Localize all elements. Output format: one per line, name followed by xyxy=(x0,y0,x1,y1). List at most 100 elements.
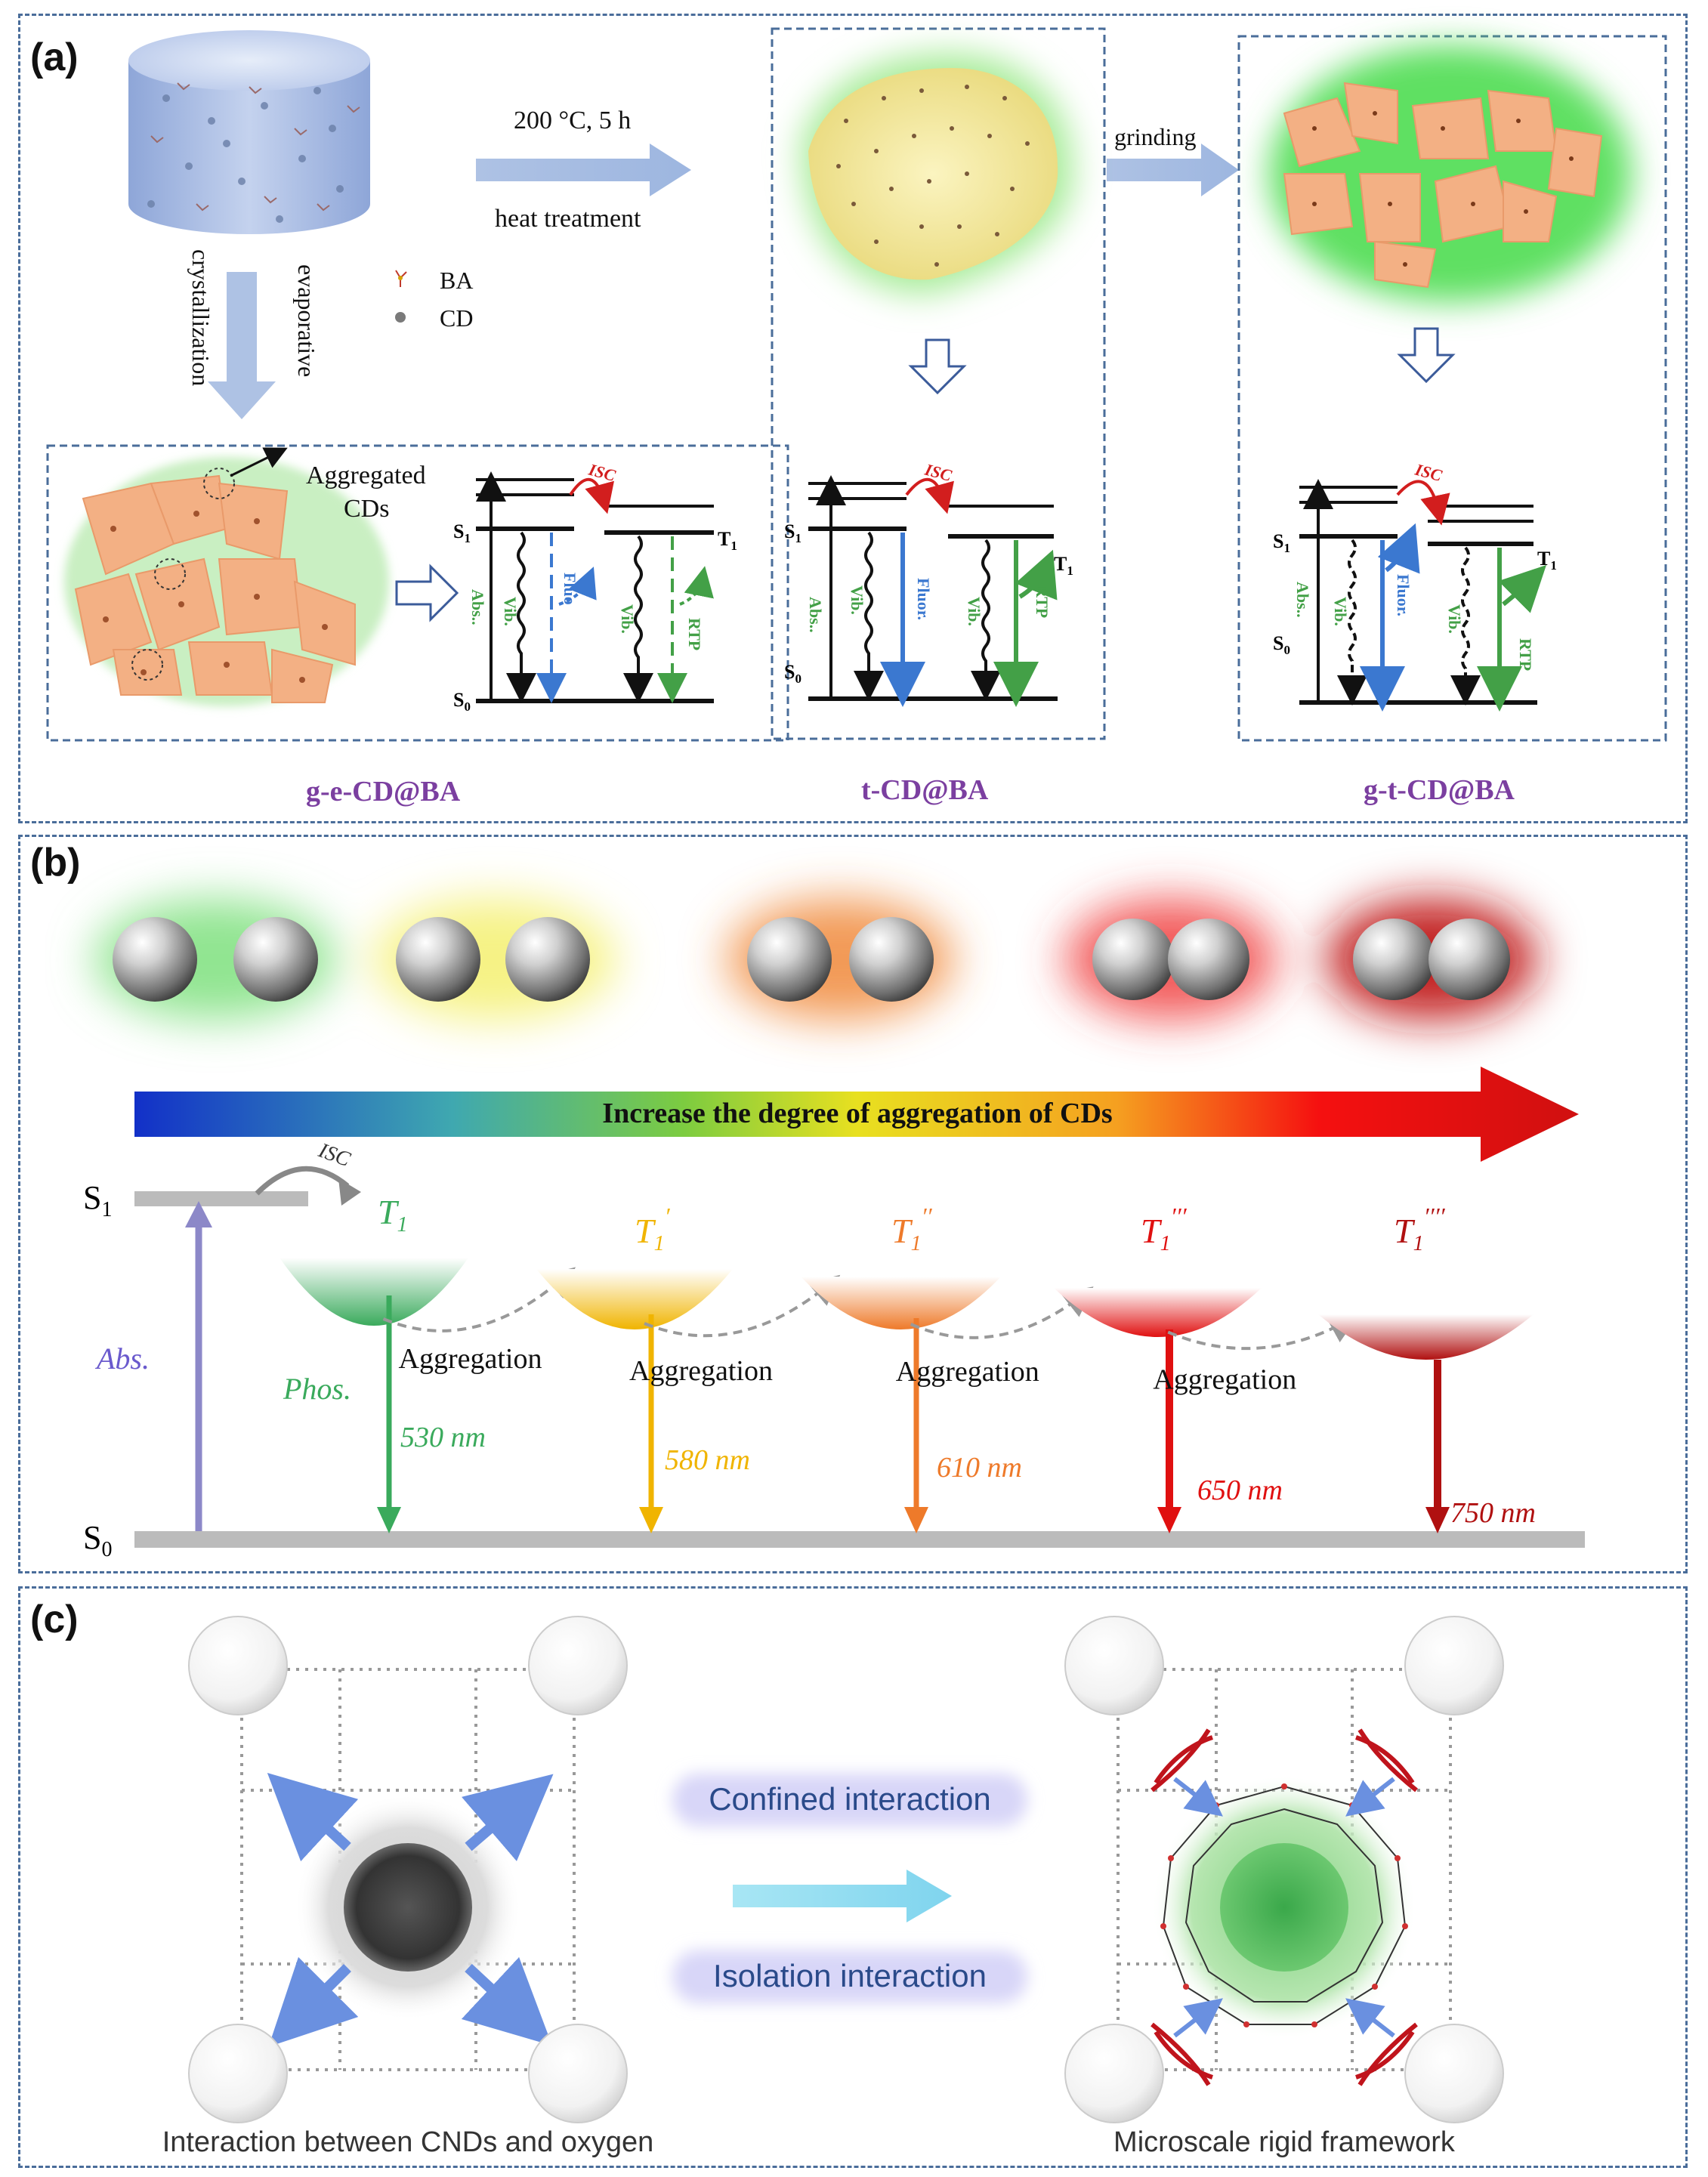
panel-a xyxy=(18,14,1688,823)
fluor-label-2: Fluor. xyxy=(914,578,933,620)
aggregation-arrow-2 xyxy=(910,1286,1094,1339)
t-cd-sheet xyxy=(801,53,1073,295)
vib-label-1a: Vib. xyxy=(501,597,520,626)
aggregation-gradient-arrow xyxy=(134,1067,1579,1162)
evaporative-arrow xyxy=(208,272,276,419)
box-g-e xyxy=(46,444,789,742)
isc-label: ISC xyxy=(315,1138,354,1172)
vib-label-1b: Vib. xyxy=(618,604,637,634)
s1-label: S1 xyxy=(83,1179,112,1221)
emission-arrowhead-4 xyxy=(1425,1507,1450,1533)
solution-cylinder xyxy=(128,30,370,234)
aggregation-arrow-3 xyxy=(1167,1314,1360,1351)
wavelength-label-0: 530 nm xyxy=(400,1422,486,1453)
s1-label-2: S1 xyxy=(784,520,801,545)
name-g-e-cd: g-e-CD@BA xyxy=(306,776,461,807)
confined-pill xyxy=(672,1774,1027,1827)
triplet-bowl-3 xyxy=(1054,1288,1262,1337)
isolation-label: Isolation interaction xyxy=(713,1958,987,1993)
rtp-label-3: RTP xyxy=(1516,638,1535,671)
heat-bottom-label: heat treatment xyxy=(495,205,641,233)
phos-label: Phos. xyxy=(283,1372,351,1406)
abs-label-1: Abs.. xyxy=(468,589,487,625)
abs-label-3: Abs.. xyxy=(1293,582,1312,618)
isolation-pill xyxy=(672,1950,1027,2003)
s1-label-1: S1 xyxy=(453,520,471,545)
crystallization-label: crystallization xyxy=(187,249,215,386)
emission-arrowhead-1 xyxy=(639,1507,663,1533)
emission-arrowhead-0 xyxy=(377,1507,401,1533)
panel-c-graphic: Confined interaction Isolation interacti… xyxy=(162,1616,1504,2158)
s0-level xyxy=(134,1531,1585,1548)
legend-ba-label: BA xyxy=(440,267,473,294)
open-arrow-down-t xyxy=(908,338,967,395)
panel-a-label: (a) xyxy=(30,36,79,79)
wavelength-label-4: 750 nm xyxy=(1450,1497,1536,1529)
grinding-label: grinding xyxy=(1114,123,1196,150)
wavelength-label-3: 650 nm xyxy=(1197,1474,1283,1506)
name-t-cd: t-CD@BA xyxy=(861,774,989,806)
aggregation-label-0: Aggregation xyxy=(399,1343,542,1375)
panel-b-label: (b) xyxy=(30,841,81,885)
heat-arrow xyxy=(476,144,691,196)
triplet-label-2: T1′′ xyxy=(891,1203,933,1255)
isc-label-2: ISC xyxy=(922,459,954,485)
aggregation-arrow-1 xyxy=(644,1274,841,1338)
isc-arc xyxy=(255,1166,350,1196)
grinding-arrow xyxy=(1107,144,1239,196)
s0-label: S0 xyxy=(83,1519,112,1561)
aggregation-label-2: Aggregation xyxy=(896,1356,1039,1388)
wavelength-label-1: 580 nm xyxy=(665,1444,750,1476)
open-arrow-right xyxy=(395,564,459,622)
jablonski-g-e xyxy=(476,471,714,703)
triplet-label-0: T1 xyxy=(378,1193,408,1237)
s1-label-3: S1 xyxy=(1273,530,1290,555)
emission-arrowhead-2 xyxy=(904,1507,928,1533)
triplet-label-4: T1′′′′ xyxy=(1394,1203,1446,1255)
rtp-label-2: RTP xyxy=(1033,585,1052,618)
vib-label-2a: Vib. xyxy=(848,585,866,615)
abs-arrowhead xyxy=(185,1201,212,1227)
isc-arrowhead xyxy=(338,1178,361,1206)
heat-top-label: 200 °C, 5 h xyxy=(514,107,631,134)
vib-label-2b: Vib. xyxy=(965,597,984,626)
t1-label-1: T1 xyxy=(718,528,737,553)
g-t-cd-crystals xyxy=(1269,45,1632,302)
gradient-arrow-label: Increase the degree of aggregation of CD… xyxy=(602,1098,1112,1129)
aggregation-arrow-0 xyxy=(382,1267,576,1332)
aggregated-crystals xyxy=(64,447,389,706)
t1-label-3: T1 xyxy=(1537,548,1557,573)
abs-label-2: Abs.. xyxy=(806,597,825,633)
left-framework xyxy=(188,1616,628,2123)
abs-label: Abs. xyxy=(94,1342,150,1376)
panel-c xyxy=(18,1586,1688,2168)
legend xyxy=(395,270,407,323)
triplet-label-1: T1′ xyxy=(635,1203,671,1255)
aggregation-label-3: Aggregation xyxy=(1153,1364,1296,1396)
cds-label: CDs xyxy=(344,495,389,523)
box-t xyxy=(771,27,1106,740)
left-caption: Interaction between CNDs and oxygen xyxy=(162,2126,654,2158)
panel-c-label: (c) xyxy=(30,1598,79,1641)
panel-a-graphic: 200 °C, 5 h heat treatment grinding crys… xyxy=(46,27,1667,807)
aggregation-label-1: Aggregation xyxy=(629,1355,773,1387)
aggregated-label: Aggregated xyxy=(306,462,426,489)
triplet-states: T1 530 nm Aggregation T1′ 580 nm Aggregation T… xyxy=(280,1193,1536,1533)
wavelength-label-2: 610 nm xyxy=(937,1452,1022,1484)
right-framework xyxy=(1064,1616,1504,2123)
open-arrow-down-gt xyxy=(1397,327,1456,384)
s1-level xyxy=(134,1191,308,1206)
right-caption: Microscale rigid framework xyxy=(1113,2126,1456,2158)
cd-spheres xyxy=(113,917,1510,1002)
transition-arrow xyxy=(733,1870,952,1922)
rtp-label-1: RTP xyxy=(685,618,704,650)
fluor-label-3: Fluor. xyxy=(1394,574,1413,616)
s0-label-3: S0 xyxy=(1273,632,1290,657)
s0-label-2: S0 xyxy=(784,661,801,686)
triplet-bowl-0 xyxy=(280,1258,468,1326)
confined-label: Confined interaction xyxy=(709,1781,991,1817)
panel-b-graphic: Increase the degree of aggregation of CD… xyxy=(83,899,1585,1561)
fluo-label-1: Fluo xyxy=(561,573,579,605)
jablonski-t xyxy=(808,475,1058,707)
t1-label-2: T1 xyxy=(1054,553,1073,578)
